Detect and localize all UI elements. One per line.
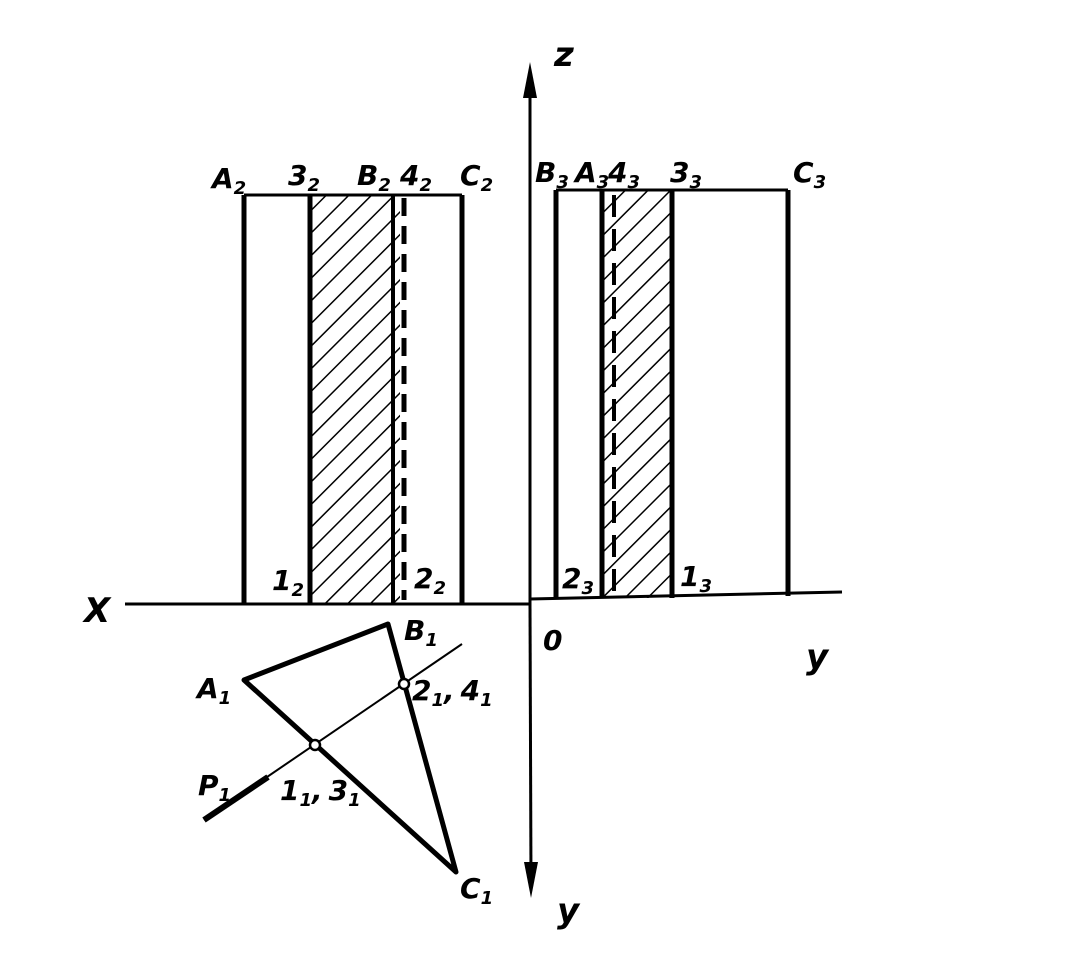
z-axis-label: z bbox=[553, 35, 574, 75]
axis-labels: X z y y 0 bbox=[82, 35, 830, 931]
y-arrowhead bbox=[524, 862, 538, 898]
label-2-2: 22 bbox=[414, 562, 446, 599]
label-P1: P1 bbox=[198, 769, 231, 806]
label-1-1-3-1: 11,31 bbox=[280, 774, 361, 811]
label-C1: C1 bbox=[460, 872, 493, 909]
y-axis-line-down bbox=[528, 603, 533, 886]
label-1-3: 13 bbox=[680, 560, 712, 597]
side-projection bbox=[553, 188, 791, 598]
point-2-4-marker bbox=[397, 677, 411, 691]
point-1-3-marker bbox=[308, 738, 322, 752]
label-3-3: 33 bbox=[670, 156, 702, 193]
triangle-ABC-1 bbox=[241, 621, 459, 875]
front-projection bbox=[241, 193, 465, 604]
z-arrowhead bbox=[523, 62, 537, 98]
label-B2: B2 bbox=[357, 159, 391, 196]
label-C2: C2 bbox=[460, 159, 493, 196]
side-hatched-region bbox=[604, 190, 672, 598]
plane-trace-P1-thick bbox=[202, 774, 270, 823]
y-axis-label-down: y bbox=[557, 891, 581, 931]
label-B1: B1 bbox=[404, 614, 438, 651]
label-4-3: 43 bbox=[607, 156, 640, 193]
front-hatched-region bbox=[310, 195, 400, 603]
x-axis-label: X bbox=[82, 591, 112, 631]
y-axis-label-right: y bbox=[806, 637, 830, 677]
label-2-3: 23 bbox=[562, 562, 594, 599]
label-A1: A1 bbox=[195, 672, 231, 709]
top-projection bbox=[202, 621, 463, 875]
label-B3: B3 bbox=[535, 156, 569, 193]
label-A3: A3 bbox=[573, 156, 609, 193]
label-C3: C3 bbox=[793, 156, 826, 193]
label-3-2: 32 bbox=[288, 159, 320, 196]
label-1-2: 12 bbox=[272, 564, 304, 601]
label-A2: A2 bbox=[210, 162, 246, 199]
label-2-1-4-1: 21,41 bbox=[412, 674, 493, 711]
label-4-2: 42 bbox=[399, 159, 432, 196]
point-labels: A2 32 B2 42 C2 B3 A3 43 33 C3 12 22 23 1… bbox=[195, 156, 826, 909]
origin-label: 0 bbox=[543, 624, 562, 657]
